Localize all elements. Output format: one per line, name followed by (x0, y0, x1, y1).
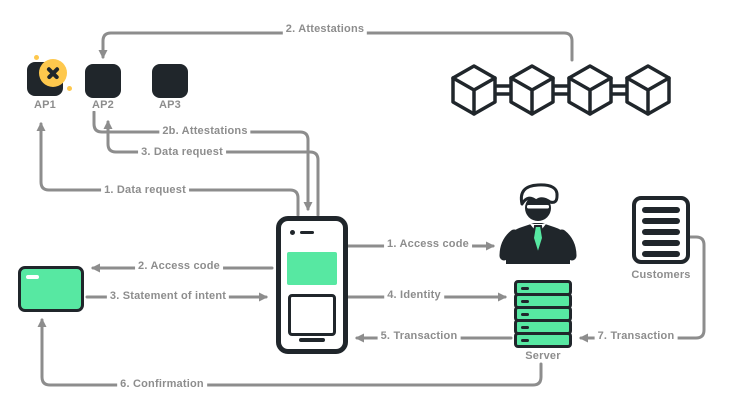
db-row (642, 251, 680, 257)
wire-confirmation (37, 318, 543, 387)
db-row (642, 240, 680, 246)
id-card-icon (18, 266, 84, 312)
ap2-app-icon (85, 64, 121, 98)
cube-2 (509, 64, 555, 116)
clerk-person-icon (499, 183, 577, 264)
ap3-app-icon (152, 64, 188, 98)
server-led (521, 326, 529, 329)
arrow-label-attestations-top: 2. Attestations (282, 23, 368, 35)
server-led (521, 300, 529, 303)
arrow-label-access-code-1: 1. Access code (384, 238, 472, 250)
home-bar-icon (299, 338, 325, 342)
person-hat (519, 183, 559, 206)
server-led (521, 287, 529, 290)
cube-3 (567, 64, 613, 116)
cube-4 (625, 64, 671, 116)
arrow-label-access-code-2: 2. Access code (135, 260, 223, 272)
cube-links (495, 84, 627, 96)
arrow-label-confirmation: 6. Confirmation (117, 378, 207, 390)
phone-screen-panel (287, 252, 337, 285)
customer-database-icon (632, 196, 690, 264)
spark-dot (34, 55, 39, 60)
db-row (642, 207, 680, 213)
ap3-label: AP3 (157, 99, 183, 111)
server-slat (514, 332, 572, 348)
db-row (642, 218, 680, 224)
cube-1 (451, 64, 497, 116)
card-chip-icon (26, 275, 39, 279)
person-tie (531, 225, 545, 258)
db-row (642, 229, 680, 235)
spark-dot (67, 86, 72, 91)
blockchain-cubes-icon (451, 64, 671, 116)
smartphone-icon (276, 216, 348, 354)
phone-screen-card (288, 294, 336, 336)
server-stack-icon (514, 280, 572, 348)
arrow-label-transaction-5: 5. Transaction (377, 330, 461, 342)
ap1-label: AP1 (32, 99, 58, 111)
arrow-label-transaction-7: 7. Transaction (594, 330, 678, 342)
speaker-bar-icon (300, 231, 314, 234)
wire-data-request-1 (36, 122, 300, 217)
ap2-label: AP2 (90, 99, 116, 111)
arrow-label-identity: 4. Identity (384, 289, 444, 301)
arrow-label-data-request-3: 3. Data request (138, 146, 226, 158)
arrow-label-statement-of-intent: 3. Statement of intent (106, 290, 230, 302)
arrow-label-attestations-2b: 2b. Attestations (159, 125, 251, 137)
wire-transaction-7 (579, 235, 706, 343)
camera-dot-icon (290, 230, 295, 235)
person-glasses (527, 205, 549, 209)
arrow-label-data-request-1: 1. Data request (101, 184, 189, 196)
server-led (521, 339, 529, 342)
customers-label: Customers (629, 269, 693, 281)
declined-x-icon (39, 59, 67, 87)
server-led (521, 313, 529, 316)
wire-attestations-top (98, 31, 574, 62)
server-label: Server (523, 350, 563, 362)
